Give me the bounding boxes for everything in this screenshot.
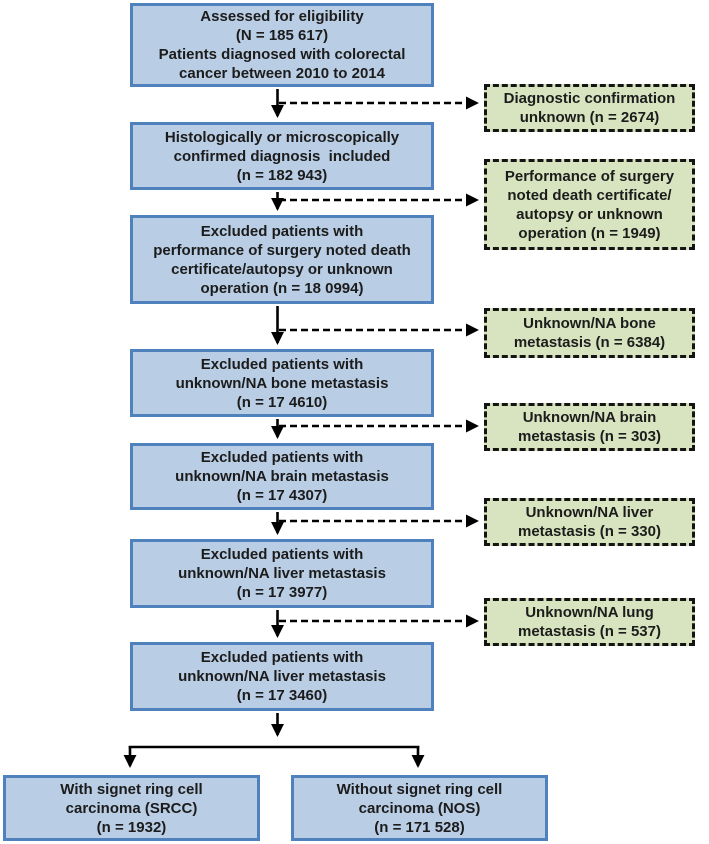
box-excl-diagnostic-text: Diagnostic confirmation unknown (n = 267… [503, 90, 676, 126]
box-excluded-bone-text: Excluded patients with unknown/NA bone m… [175, 355, 389, 411]
box-excluded-surgery-text: Excluded patients with performance of su… [153, 222, 411, 297]
box-excluded-brain: Excluded patients with unknown/NA brain … [130, 443, 434, 510]
box-nos-text: Without signet ring cell carcinoma (NOS)… [336, 780, 503, 836]
box-excl-bone: Unknown/NA bone metastasis (n = 6384) [484, 308, 695, 358]
box-excl-liver-text: Unknown/NA liver metastasis (n = 330) [518, 504, 661, 540]
box-excl-liver: Unknown/NA liver metastasis (n = 330) [484, 498, 695, 546]
branch-connector [123, 745, 425, 768]
box-excluded-final-text: Excluded patients with unknown/NA liver … [178, 649, 386, 704]
dashed-exclusion-arrows [279, 96, 479, 628]
box-srcc: With signet ring cell carcinoma (SRCC) (… [3, 775, 260, 841]
box-excluded-bone: Excluded patients with unknown/NA bone m… [130, 349, 434, 417]
box-excl-lung: Unknown/NA lung metastasis (n = 537) [484, 598, 695, 646]
box-nos: Without signet ring cell carcinoma (NOS)… [291, 775, 548, 841]
box-srcc-text: With signet ring cell carcinoma (SRCC) (… [60, 780, 203, 836]
box-excl-brain-text: Unknown/NA brain metastasis (n = 303) [518, 409, 661, 445]
box-eligibility: Assessed for eligibility (N = 185 617) P… [130, 3, 434, 87]
box-excl-surgery-text: Performance of surgery noted death certi… [504, 167, 675, 242]
box-excluded-brain-text: Excluded patients with unknown/NA brain … [175, 449, 389, 504]
box-excl-diagnostic: Diagnostic confirmation unknown (n = 267… [484, 84, 695, 132]
box-histology-confirmed: Histologically or microscopically confir… [130, 122, 434, 190]
box-eligibility-text: Assessed for eligibility (N = 185 617) P… [158, 8, 406, 82]
box-histology-confirmed-text: Histologically or microscopically confir… [164, 128, 400, 184]
box-excl-brain: Unknown/NA brain metastasis (n = 303) [484, 403, 695, 451]
box-excl-bone-text: Unknown/NA bone metastasis (n = 6384) [513, 315, 666, 351]
box-excluded-liver-text: Excluded patients with unknown/NA liver … [178, 546, 386, 601]
box-excl-lung-text: Unknown/NA lung metastasis (n = 537) [518, 604, 661, 640]
box-excluded-surgery: Excluded patients with performance of su… [130, 215, 434, 304]
box-excl-surgery: Performance of surgery noted death certi… [484, 159, 695, 250]
box-excluded-final: Excluded patients with unknown/NA liver … [130, 642, 434, 711]
box-excluded-liver: Excluded patients with unknown/NA liver … [130, 539, 434, 608]
